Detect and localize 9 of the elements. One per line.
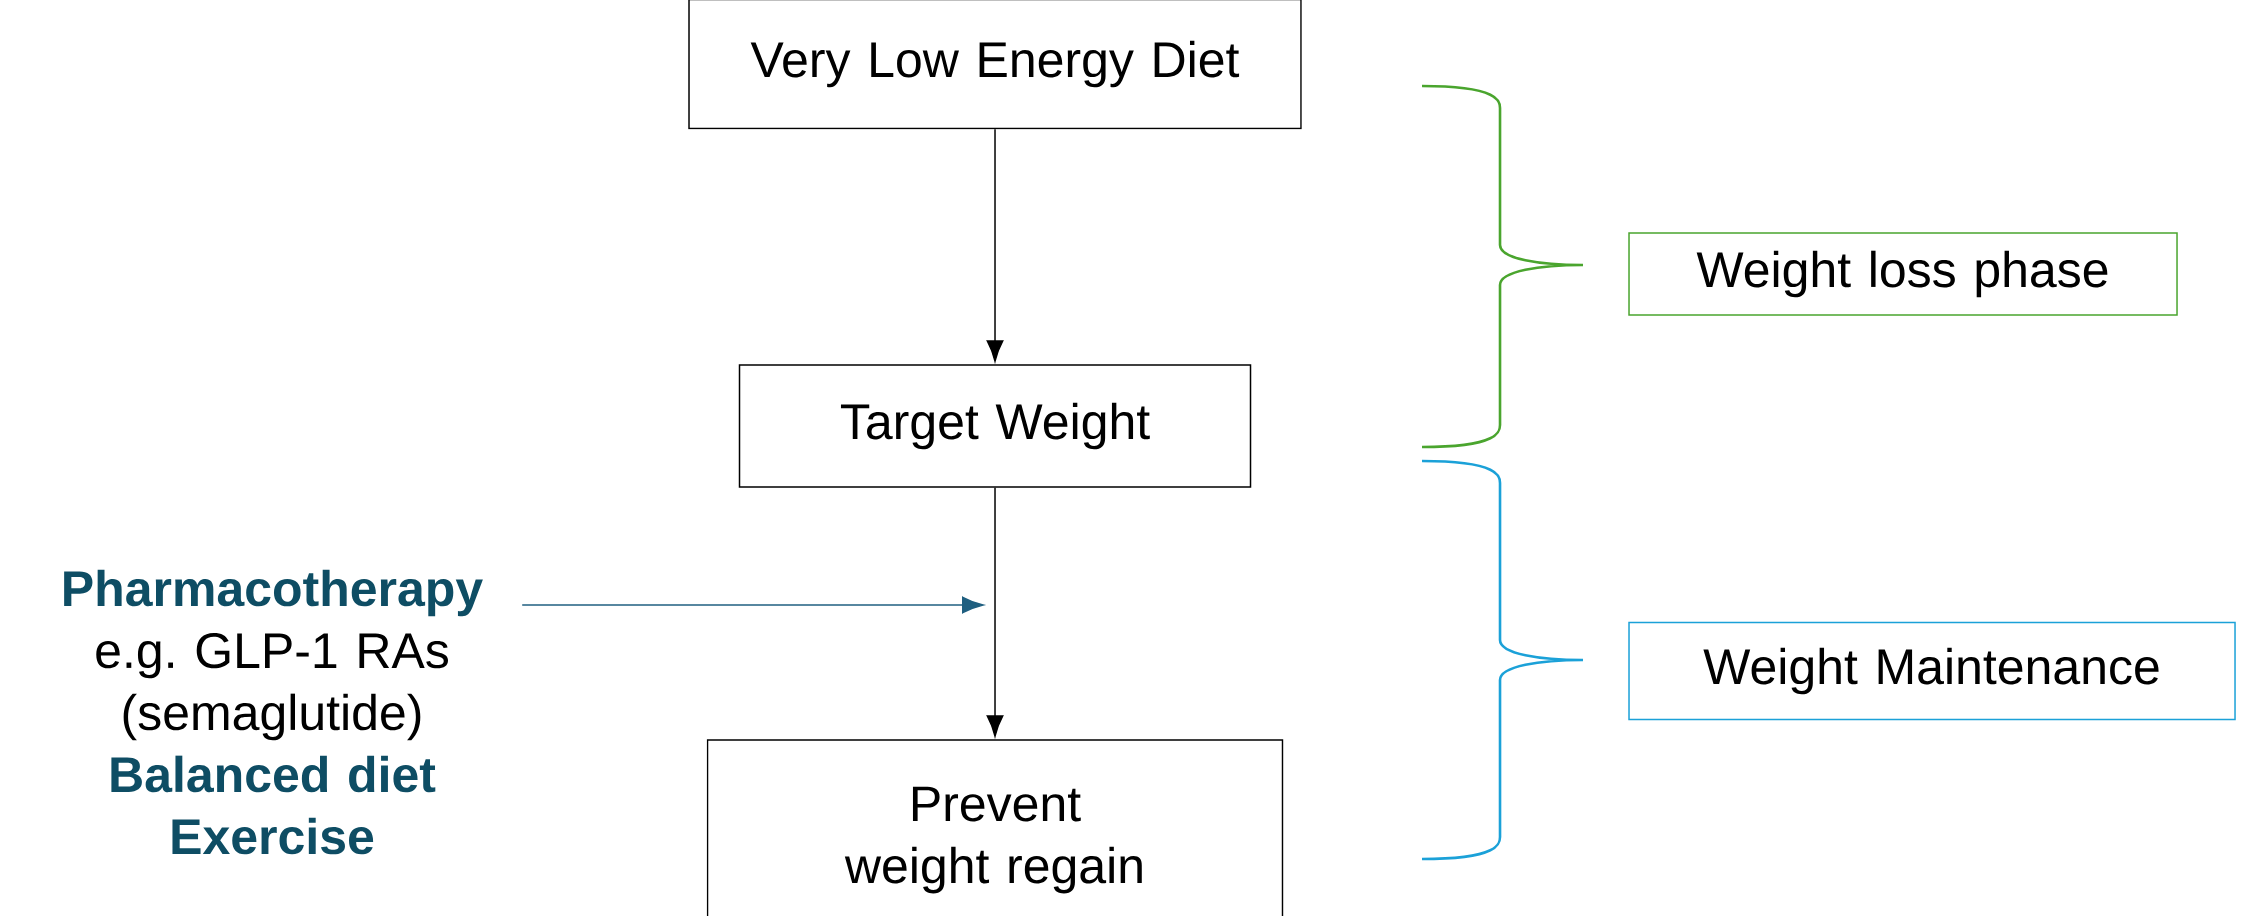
phase-box: Weight Maintenance (1628, 621, 2236, 721)
process-box: Very Low Energy Diet (688, 0, 1302, 130)
process-box: Target Weight (738, 364, 1252, 488)
arrow (986, 128, 1004, 362)
treatment-text: Pharmacotherapy e.g. GLP-1 RAs (semaglutide) Balanced diet Exercise (64, 569, 483, 855)
arrow (521, 596, 984, 614)
process-box: Prevent weight regain (706, 739, 1284, 916)
phase-box: Weight loss phase (1628, 232, 2178, 316)
arrow (986, 487, 1004, 737)
